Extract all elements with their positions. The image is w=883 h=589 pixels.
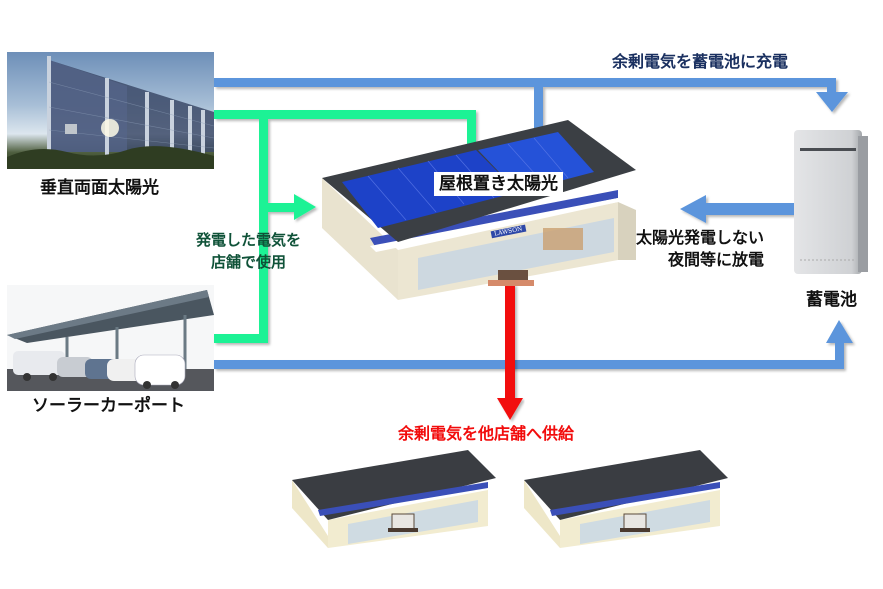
solar-carport-photo xyxy=(7,285,214,391)
use-in-store-line2: 店舗で使用 xyxy=(211,252,287,271)
discharge-night-line2: 夜間等に放電 xyxy=(668,249,765,269)
discharge-night-line1: 太陽光発電しない xyxy=(636,228,765,247)
vertical-bifacial-solar-photo xyxy=(7,52,214,169)
main-store-illustration: LAWSON xyxy=(318,110,636,300)
storage-battery-label: 蓄電池 xyxy=(806,290,857,310)
storage-battery-illustration xyxy=(792,128,870,276)
other-store-1-illustration xyxy=(288,448,498,548)
rooftop-solar-label: 屋根置き太陽光 xyxy=(434,172,563,197)
use-in-store-label: 発電した電気を 店舗で使用 xyxy=(196,230,301,274)
other-store-2-illustration xyxy=(520,448,730,548)
discharge-night-label: 太陽光発電しない 夜間等に放電 xyxy=(636,227,764,270)
solar-carport-label: ソーラーカーポート xyxy=(32,396,185,416)
vertical-bifacial-solar-label: 垂直両面太陽光 xyxy=(40,178,159,198)
use-in-store-line1: 発電した電気を xyxy=(196,231,302,249)
charge-surplus-label: 余剰電気を蓄電池に充電 xyxy=(612,52,789,71)
supply-other-stores-label: 余剰電気を他店舗へ供給 xyxy=(398,424,575,443)
